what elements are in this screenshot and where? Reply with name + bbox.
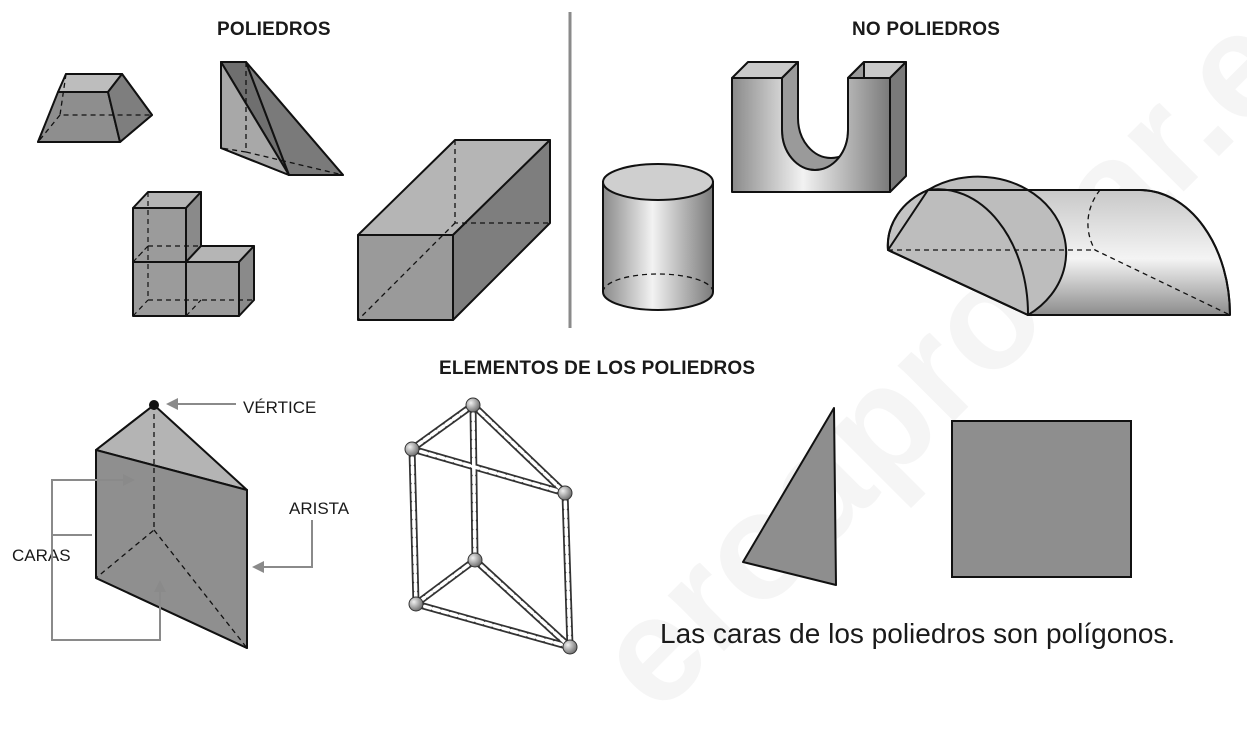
u-solid-figure [731,61,907,193]
label-arista: ARISTA [289,499,350,518]
caption-caras-poligonos: Las caras de los poliedros son polígonos… [660,618,1176,649]
heading-elementos: ELEMENTOS DE LOS POLIEDROS [439,358,756,379]
wedge-prism-figure [220,61,344,176]
diagram-canvas: eroaprobar.es POLIEDROS NO POLIEDROS ELE… [12,12,1231,655]
l-cubes-figure [132,191,255,317]
cylinder-figure [602,163,714,311]
label-caras: CARAS [12,546,71,565]
label-vertice: VÉRTICE [243,398,317,417]
cuboid-figure [357,139,551,321]
heading-poliedros: POLIEDROS [217,19,331,40]
vertex-dot [149,400,159,410]
label-arrows [51,403,313,641]
triangle-face [742,407,837,586]
frustum-figure [37,73,153,143]
wireframe-prism-figure [404,397,578,655]
figures-svg [37,12,1231,655]
prism-elements-figure [95,404,248,649]
square-face [951,420,1132,578]
heading-no-poliedros: NO POLIEDROS [852,19,1001,40]
half-cylinder-figure [886,175,1231,316]
arrow-heads [123,398,264,592]
